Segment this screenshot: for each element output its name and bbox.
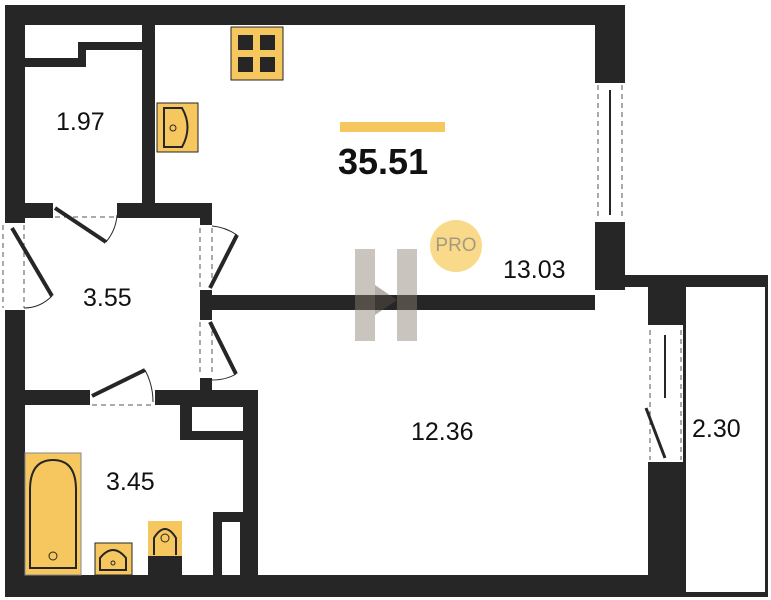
- shafts: [192, 407, 243, 575]
- total-area: 35.51: [338, 141, 429, 182]
- pro-badge: PRO: [430, 220, 482, 272]
- walls: [5, 5, 768, 597]
- openings: [2, 85, 682, 460]
- toilet-icon: [148, 521, 182, 575]
- room-area-bathroom: 3.45: [106, 468, 155, 496]
- room-area-hallway: 3.55: [83, 284, 132, 312]
- door-arcs: [23, 214, 238, 403]
- watermark-logo: [355, 249, 417, 341]
- room-area-kitchen: 13.03: [503, 256, 566, 284]
- total-area-bar: [340, 122, 445, 132]
- bathtub-icon: [24, 452, 82, 576]
- door-leaves: [10, 90, 667, 459]
- kitchen-stove-icon: [230, 26, 284, 81]
- bathroom-sink-icon: [94, 542, 133, 576]
- room-area-closet: 1.97: [56, 108, 105, 136]
- room-area-living-room: 12.36: [411, 418, 474, 446]
- room-area-balcony: 2.30: [692, 415, 741, 443]
- kitchen-sink-icon: [156, 102, 199, 153]
